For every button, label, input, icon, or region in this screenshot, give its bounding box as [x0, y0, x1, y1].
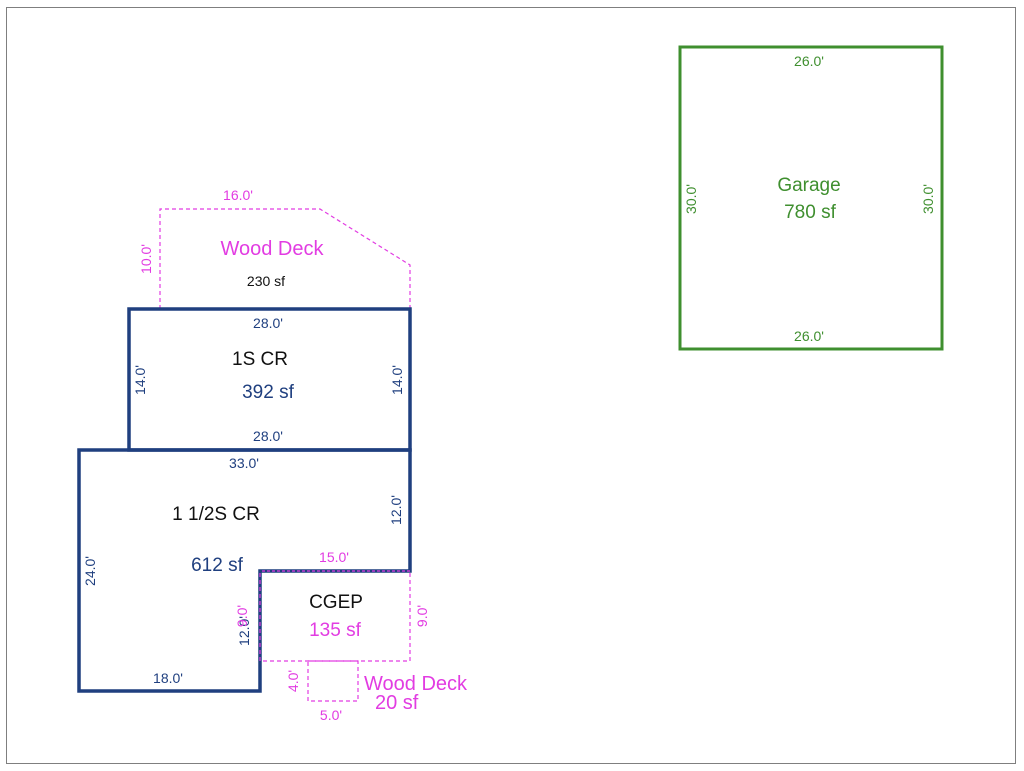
garage-dim-top: 26.0'	[794, 53, 824, 69]
one-half-story-area: 612 sf	[191, 555, 243, 576]
one-story-section: 28.0' 28.0' 14.0' 14.0' 1S CR 392 sf	[127, 307, 412, 452]
one-half-story-dim-inner-left: 12.0'	[236, 616, 252, 646]
garage-name: Garage	[777, 175, 840, 196]
one-half-story-name: 1 1/2S CR	[172, 504, 260, 525]
wood-deck-small-outline	[307, 660, 359, 702]
garage-dim-right: 30.0'	[920, 184, 936, 214]
wood-deck-small: 4.0' 5.0' Wood Deck 20 sf	[285, 660, 468, 723]
cgep-dim-top: 15.0'	[319, 549, 349, 565]
one-half-story-dim-right: 12.0'	[388, 495, 404, 525]
one-story-area: 392 sf	[242, 382, 294, 403]
wood-deck-small-dim-bottom: 5.0'	[320, 707, 342, 723]
one-half-story-outline	[77, 448, 412, 693]
one-story-dim-right: 14.0'	[389, 365, 405, 395]
wood-deck-small-area: 20 sf	[375, 692, 419, 714]
wood-deck-top-area: 230 sf	[247, 273, 285, 289]
one-story-name: 1S CR	[232, 349, 288, 370]
cgep-outline	[259, 573, 411, 662]
cgep-dim-left: 9.0'	[234, 605, 250, 627]
one-story-dim-bottom: 28.0'	[253, 428, 283, 444]
cgep-section: 15.0' 9.0' 9.0' CGEP 135 sf	[234, 549, 430, 662]
garage-section: 26.0' 26.0' 30.0' 30.0' Garage 780 sf	[678, 45, 944, 351]
one-story-dim-left: 14.0'	[132, 365, 148, 395]
wood-deck-top-name: Wood Deck	[220, 238, 324, 260]
cgep-dim-right: 9.0'	[414, 605, 430, 627]
one-half-story-dim-top: 33.0'	[229, 455, 259, 471]
wood-deck-small-dim-left: 4.0'	[285, 670, 301, 692]
one-story-dim-top: 28.0'	[253, 315, 283, 331]
cgep-area: 135 sf	[309, 620, 361, 641]
wood-deck-top-dim-left: 10.0'	[138, 244, 154, 274]
cgep-name: CGEP	[309, 592, 363, 613]
garage-area: 780 sf	[784, 202, 836, 223]
sketch-frame	[6, 7, 1016, 764]
wood-deck-small-name: Wood Deck	[364, 673, 468, 695]
one-half-story-dim-bottom: 18.0'	[153, 670, 183, 686]
garage-dim-bottom: 26.0'	[794, 328, 824, 344]
wood-deck-top-dim-top: 16.0'	[223, 187, 253, 203]
garage-dim-left: 30.0'	[683, 184, 699, 214]
garage-outline	[678, 45, 944, 351]
one-half-story-dim-left: 24.0'	[82, 556, 98, 586]
wood-deck-top: 16.0' 10.0' Wood Deck 230 sf	[138, 187, 411, 309]
wood-deck-top-outline	[159, 208, 411, 309]
one-half-story-section: 33.0' 12.0' 24.0' 18.0' 12.0' 1 1/2S CR …	[77, 448, 412, 693]
